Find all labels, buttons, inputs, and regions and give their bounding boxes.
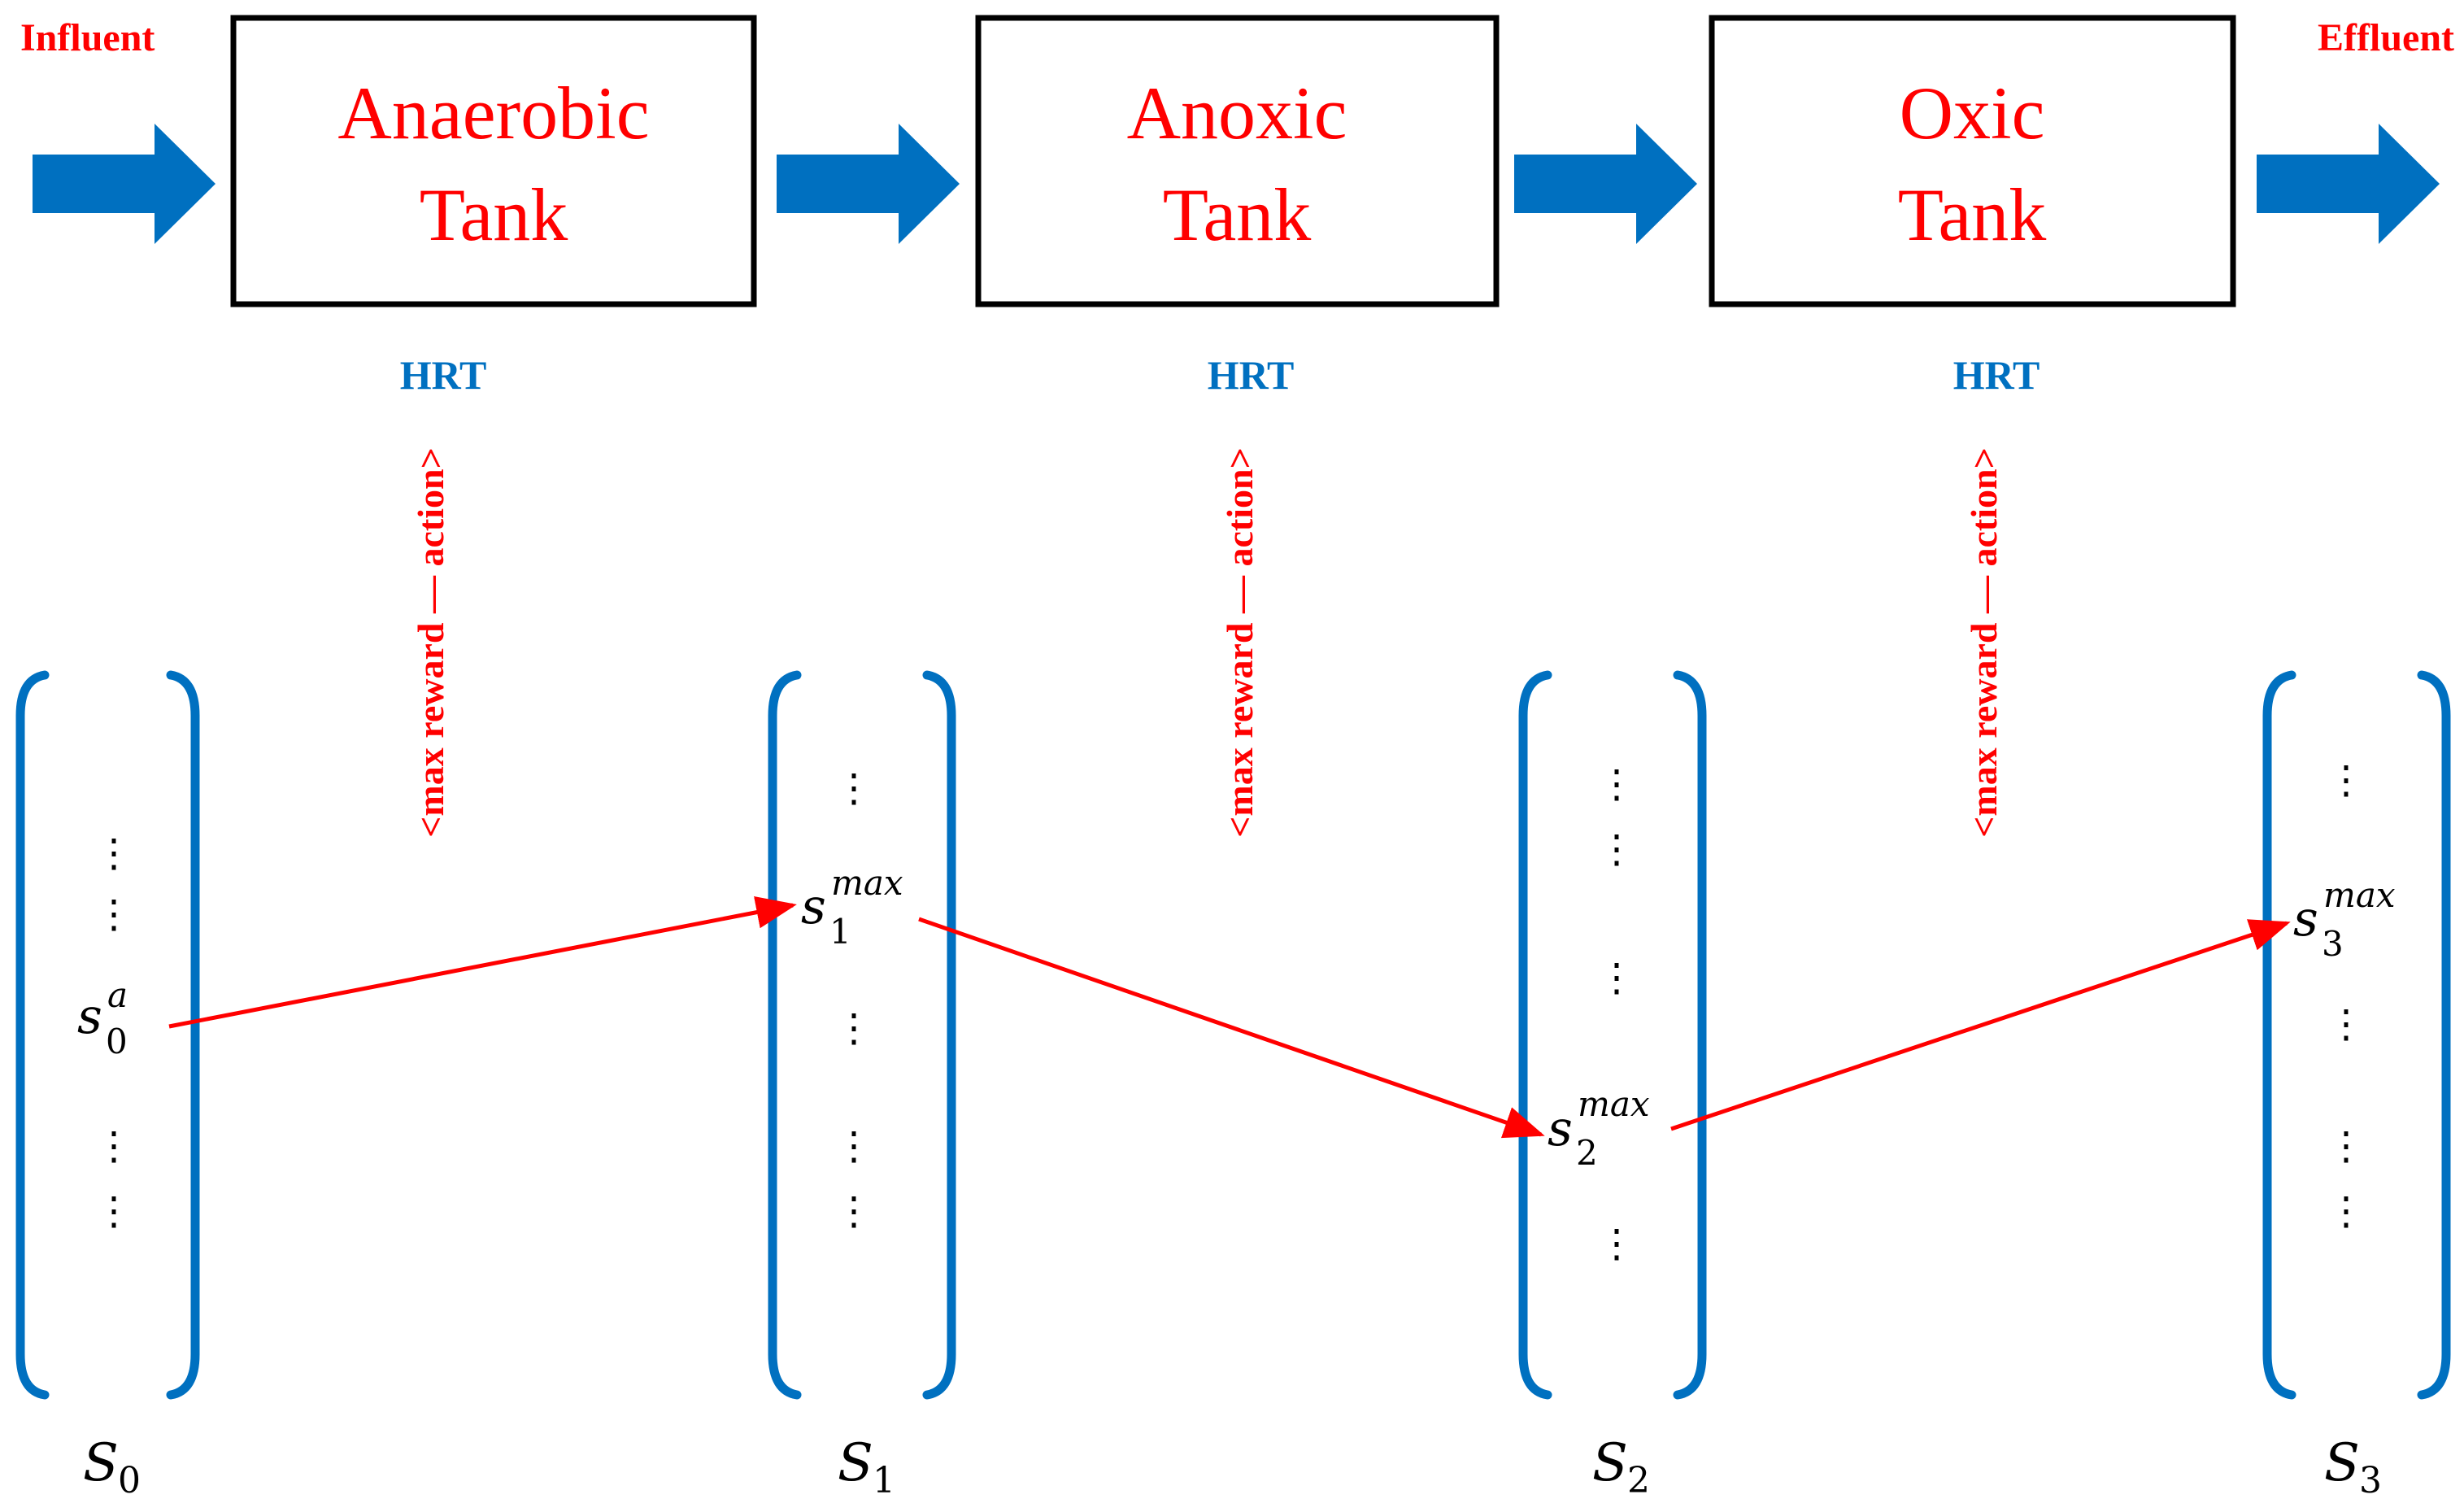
state-set-2-brackets bbox=[1518, 670, 1707, 1400]
state-set-0-brackets bbox=[15, 670, 200, 1400]
ellipsis-s2-top-b: ⋮ bbox=[1597, 826, 1636, 872]
state-s0-a: s 0 a bbox=[77, 975, 128, 1061]
state-set-label-1-sub: 1 bbox=[873, 1460, 895, 1501]
state-s3-max-sup: max bbox=[2323, 875, 2396, 915]
state-s0-a-base: s bbox=[77, 988, 102, 1045]
tank-anoxic: Anoxic Tank bbox=[975, 15, 1500, 307]
ellipsis-s2-top-a: ⋮ bbox=[1597, 761, 1636, 807]
state-set-3-left-bracket bbox=[2262, 670, 2296, 1400]
ellipsis-s0-bottom-b: ⋮ bbox=[94, 1188, 133, 1234]
influent-label: Influent bbox=[20, 16, 155, 59]
ellipsis-s1-bottom-b: ⋮ bbox=[834, 1188, 873, 1234]
state-s2-max-sup: max bbox=[1578, 1084, 1650, 1124]
state-s1-max: s 1 max bbox=[801, 863, 903, 952]
state-s2-max-sub: 2 bbox=[1576, 1133, 1598, 1173]
hrt-label-1: HRT bbox=[400, 352, 487, 398]
action-label-1: <max reward — action> bbox=[410, 447, 451, 838]
state-s2-max: s 2 max bbox=[1548, 1084, 1650, 1173]
state-set-label-0-name: S bbox=[83, 1433, 119, 1493]
state-s0-a-sub: 0 bbox=[106, 1022, 128, 1061]
state-set-2-left-bracket bbox=[1518, 670, 1552, 1400]
tank-oxic: Oxic Tank bbox=[1709, 15, 2236, 307]
tank-anoxic-line2: Tank bbox=[1163, 173, 1312, 256]
state-set-label-2-sub: 2 bbox=[1627, 1460, 1650, 1501]
state-set-label-1-name: S bbox=[838, 1433, 873, 1493]
state-s1-max-sub: 1 bbox=[829, 912, 851, 952]
tank-oxic-line1: Oxic bbox=[1900, 72, 2045, 155]
tank-anaerobic-line1: Anaerobic bbox=[337, 72, 649, 155]
influent-arrow bbox=[33, 124, 215, 244]
ellipsis-s2-mid: ⋮ bbox=[1597, 955, 1636, 1000]
state-set-0-left-bracket bbox=[15, 670, 50, 1400]
state-set-1-left-bracket bbox=[768, 670, 802, 1400]
flow-arrows bbox=[33, 124, 2440, 244]
tank-anaerobic: Anaerobic Tank bbox=[230, 15, 757, 307]
transition-arrow-s1-s2 bbox=[918, 917, 1545, 1139]
ellipsis-s0-top-a: ⋮ bbox=[94, 830, 133, 876]
state-set-2-right-bracket bbox=[1673, 670, 1707, 1400]
effluent-label: Effluent bbox=[2318, 16, 2454, 59]
state-s0-a-sup: a bbox=[107, 975, 128, 1015]
state-set-label-0-sub: 0 bbox=[118, 1460, 141, 1501]
transition-arrow-s0-s1 bbox=[168, 895, 797, 1029]
ellipsis-s3-bottom-a: ⋮ bbox=[2327, 1123, 2366, 1169]
ellipsis-s2-bottom: ⋮ bbox=[1597, 1221, 1636, 1266]
ellipsis-group: ⋮ ⋮ ⋮ ⋮ ⋮ ⋮ ⋮ ⋮ ⋮ ⋮ ⋮ ⋮ ⋮ ⋮ ⋮ ⋮ bbox=[94, 757, 2366, 1266]
transition-arrow-s2-s3 bbox=[1670, 919, 2291, 1131]
ellipsis-s1-top: ⋮ bbox=[834, 765, 873, 811]
ellipsis-s0-top-b: ⋮ bbox=[94, 891, 133, 937]
action-label-3: <max reward — action> bbox=[1963, 447, 2005, 838]
state-set-0-right-bracket bbox=[166, 670, 200, 1400]
state-set-label-2-name: S bbox=[1592, 1433, 1628, 1493]
state-s3-max-sub: 3 bbox=[2322, 924, 2344, 964]
state-set-label-3-name: S bbox=[2324, 1433, 2360, 1493]
flow-arrow-2 bbox=[1514, 124, 1697, 244]
state-set-label-3-sub: 3 bbox=[2359, 1460, 2382, 1501]
ellipsis-s3-top: ⋮ bbox=[2327, 757, 2366, 803]
state-set-1-right-bracket bbox=[922, 670, 956, 1400]
hrt-label-3: HRT bbox=[1953, 352, 2040, 398]
action-label-2: <max reward — action> bbox=[1219, 447, 1260, 838]
state-set-3-right-bracket bbox=[2417, 670, 2451, 1400]
state-s1-max-base: s bbox=[801, 878, 826, 935]
state-s3-max: s 3 max bbox=[2293, 875, 2396, 964]
transition-arrows bbox=[168, 895, 2291, 1139]
effluent-arrow bbox=[2257, 124, 2440, 244]
tank-anaerobic-line2: Tank bbox=[420, 173, 568, 256]
ellipsis-s1-bottom-a: ⋮ bbox=[834, 1123, 873, 1169]
ellipsis-s3-mid: ⋮ bbox=[2327, 1001, 2366, 1047]
state-set-1-brackets bbox=[768, 670, 956, 1400]
state-s2-max-base: s bbox=[1548, 1100, 1573, 1157]
ellipsis-s3-bottom-b: ⋮ bbox=[2327, 1188, 2366, 1234]
state-s3-max-base: s bbox=[2293, 891, 2318, 948]
state-s1-max-sup: max bbox=[831, 863, 903, 903]
ellipsis-s1-mid: ⋮ bbox=[834, 1005, 873, 1051]
ellipsis-s0-bottom-a: ⋮ bbox=[94, 1123, 133, 1169]
state-set-3-brackets bbox=[2262, 670, 2451, 1400]
tank-anoxic-line1: Anoxic bbox=[1127, 72, 1347, 155]
tank-oxic-line2: Tank bbox=[1898, 173, 2047, 256]
state-set-labels: S 0 S 1 S 2 S 3 bbox=[83, 1433, 2382, 1501]
flow-arrow-1 bbox=[777, 124, 960, 244]
hrt-label-2: HRT bbox=[1208, 352, 1295, 398]
